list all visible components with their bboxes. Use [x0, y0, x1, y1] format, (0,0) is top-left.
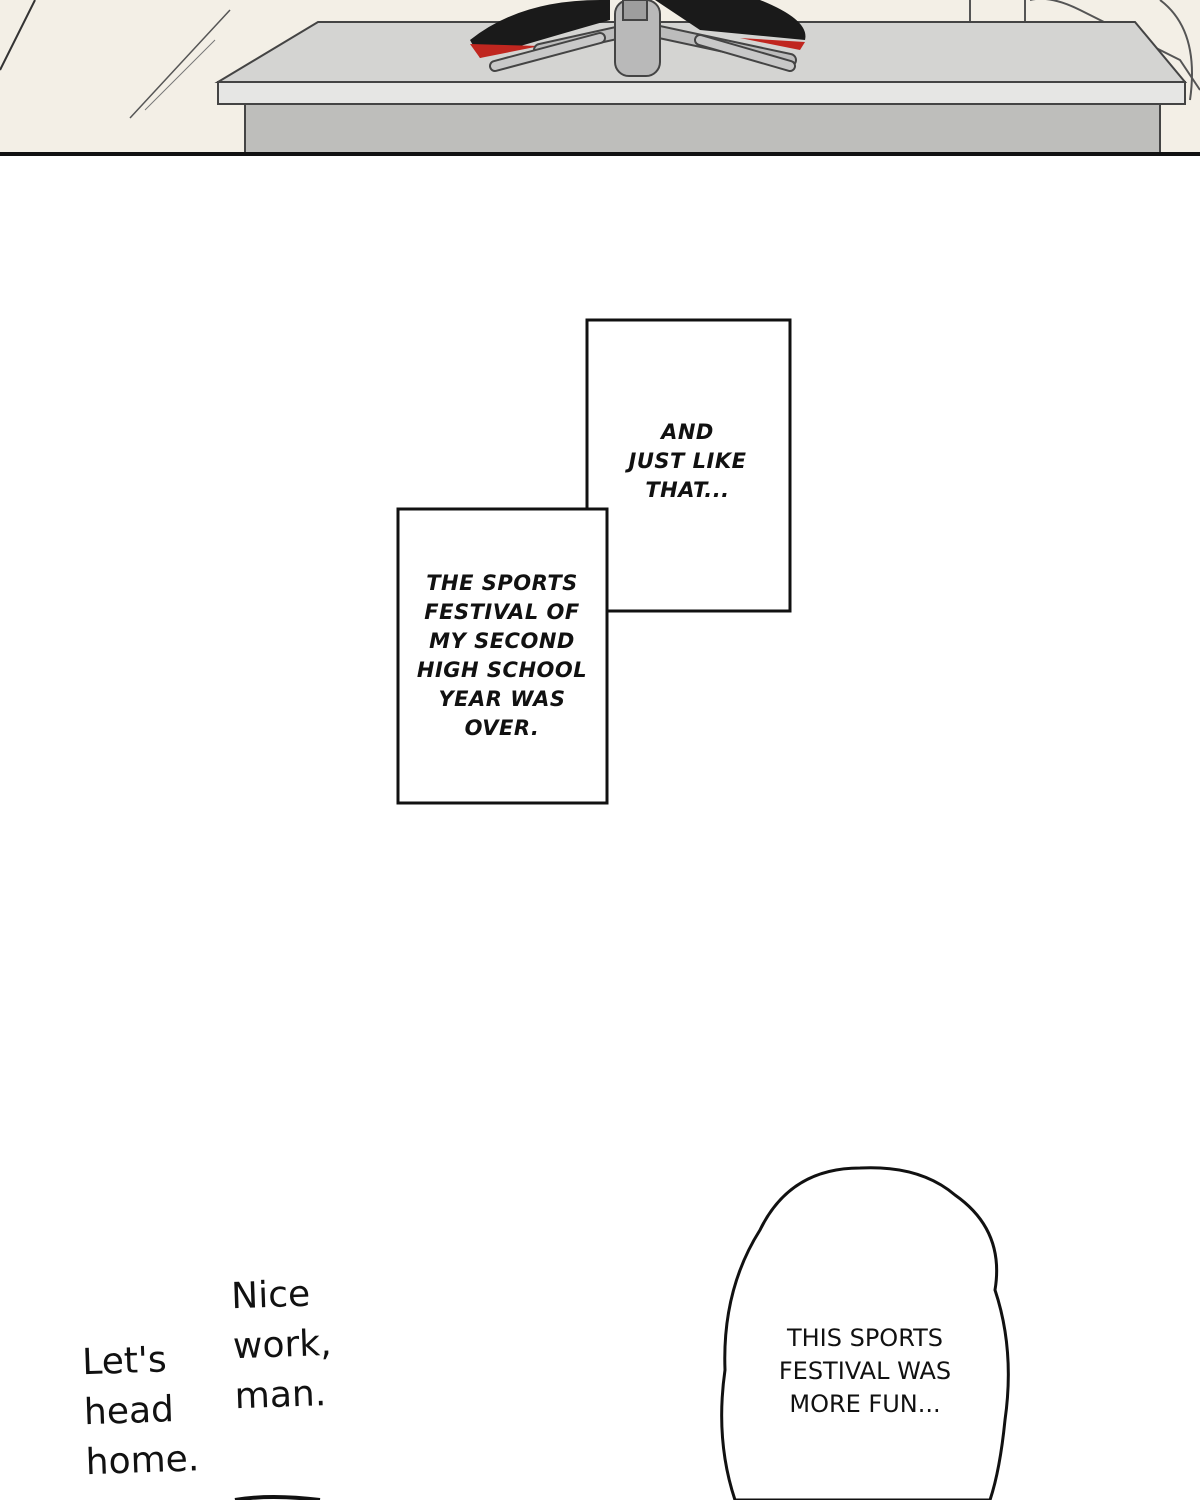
caption-box-bottom: [396, 507, 609, 805]
speech-bubble-outline: [720, 1166, 1010, 1500]
caption-festival-over: THE SPORTS FESTIVAL OF MY SECOND HIGH SC…: [416, 571, 588, 740]
dialogue-nice-work-man: Nice work, man.: [230, 1273, 333, 1418]
caption-box-top: [585, 318, 792, 613]
dialogue-lets-head-home: Let's head home.: [81, 1339, 200, 1484]
caption-and-just-like-that: AND JUST LIKE THAT...: [628, 420, 747, 502]
top-panel-desk-scene: [0, 0, 1200, 156]
speech-bubble-text: THIS SPORTS FESTIVAL WAS MORE FUN...: [778, 1324, 952, 1418]
desk-illustration: [0, 0, 1200, 156]
